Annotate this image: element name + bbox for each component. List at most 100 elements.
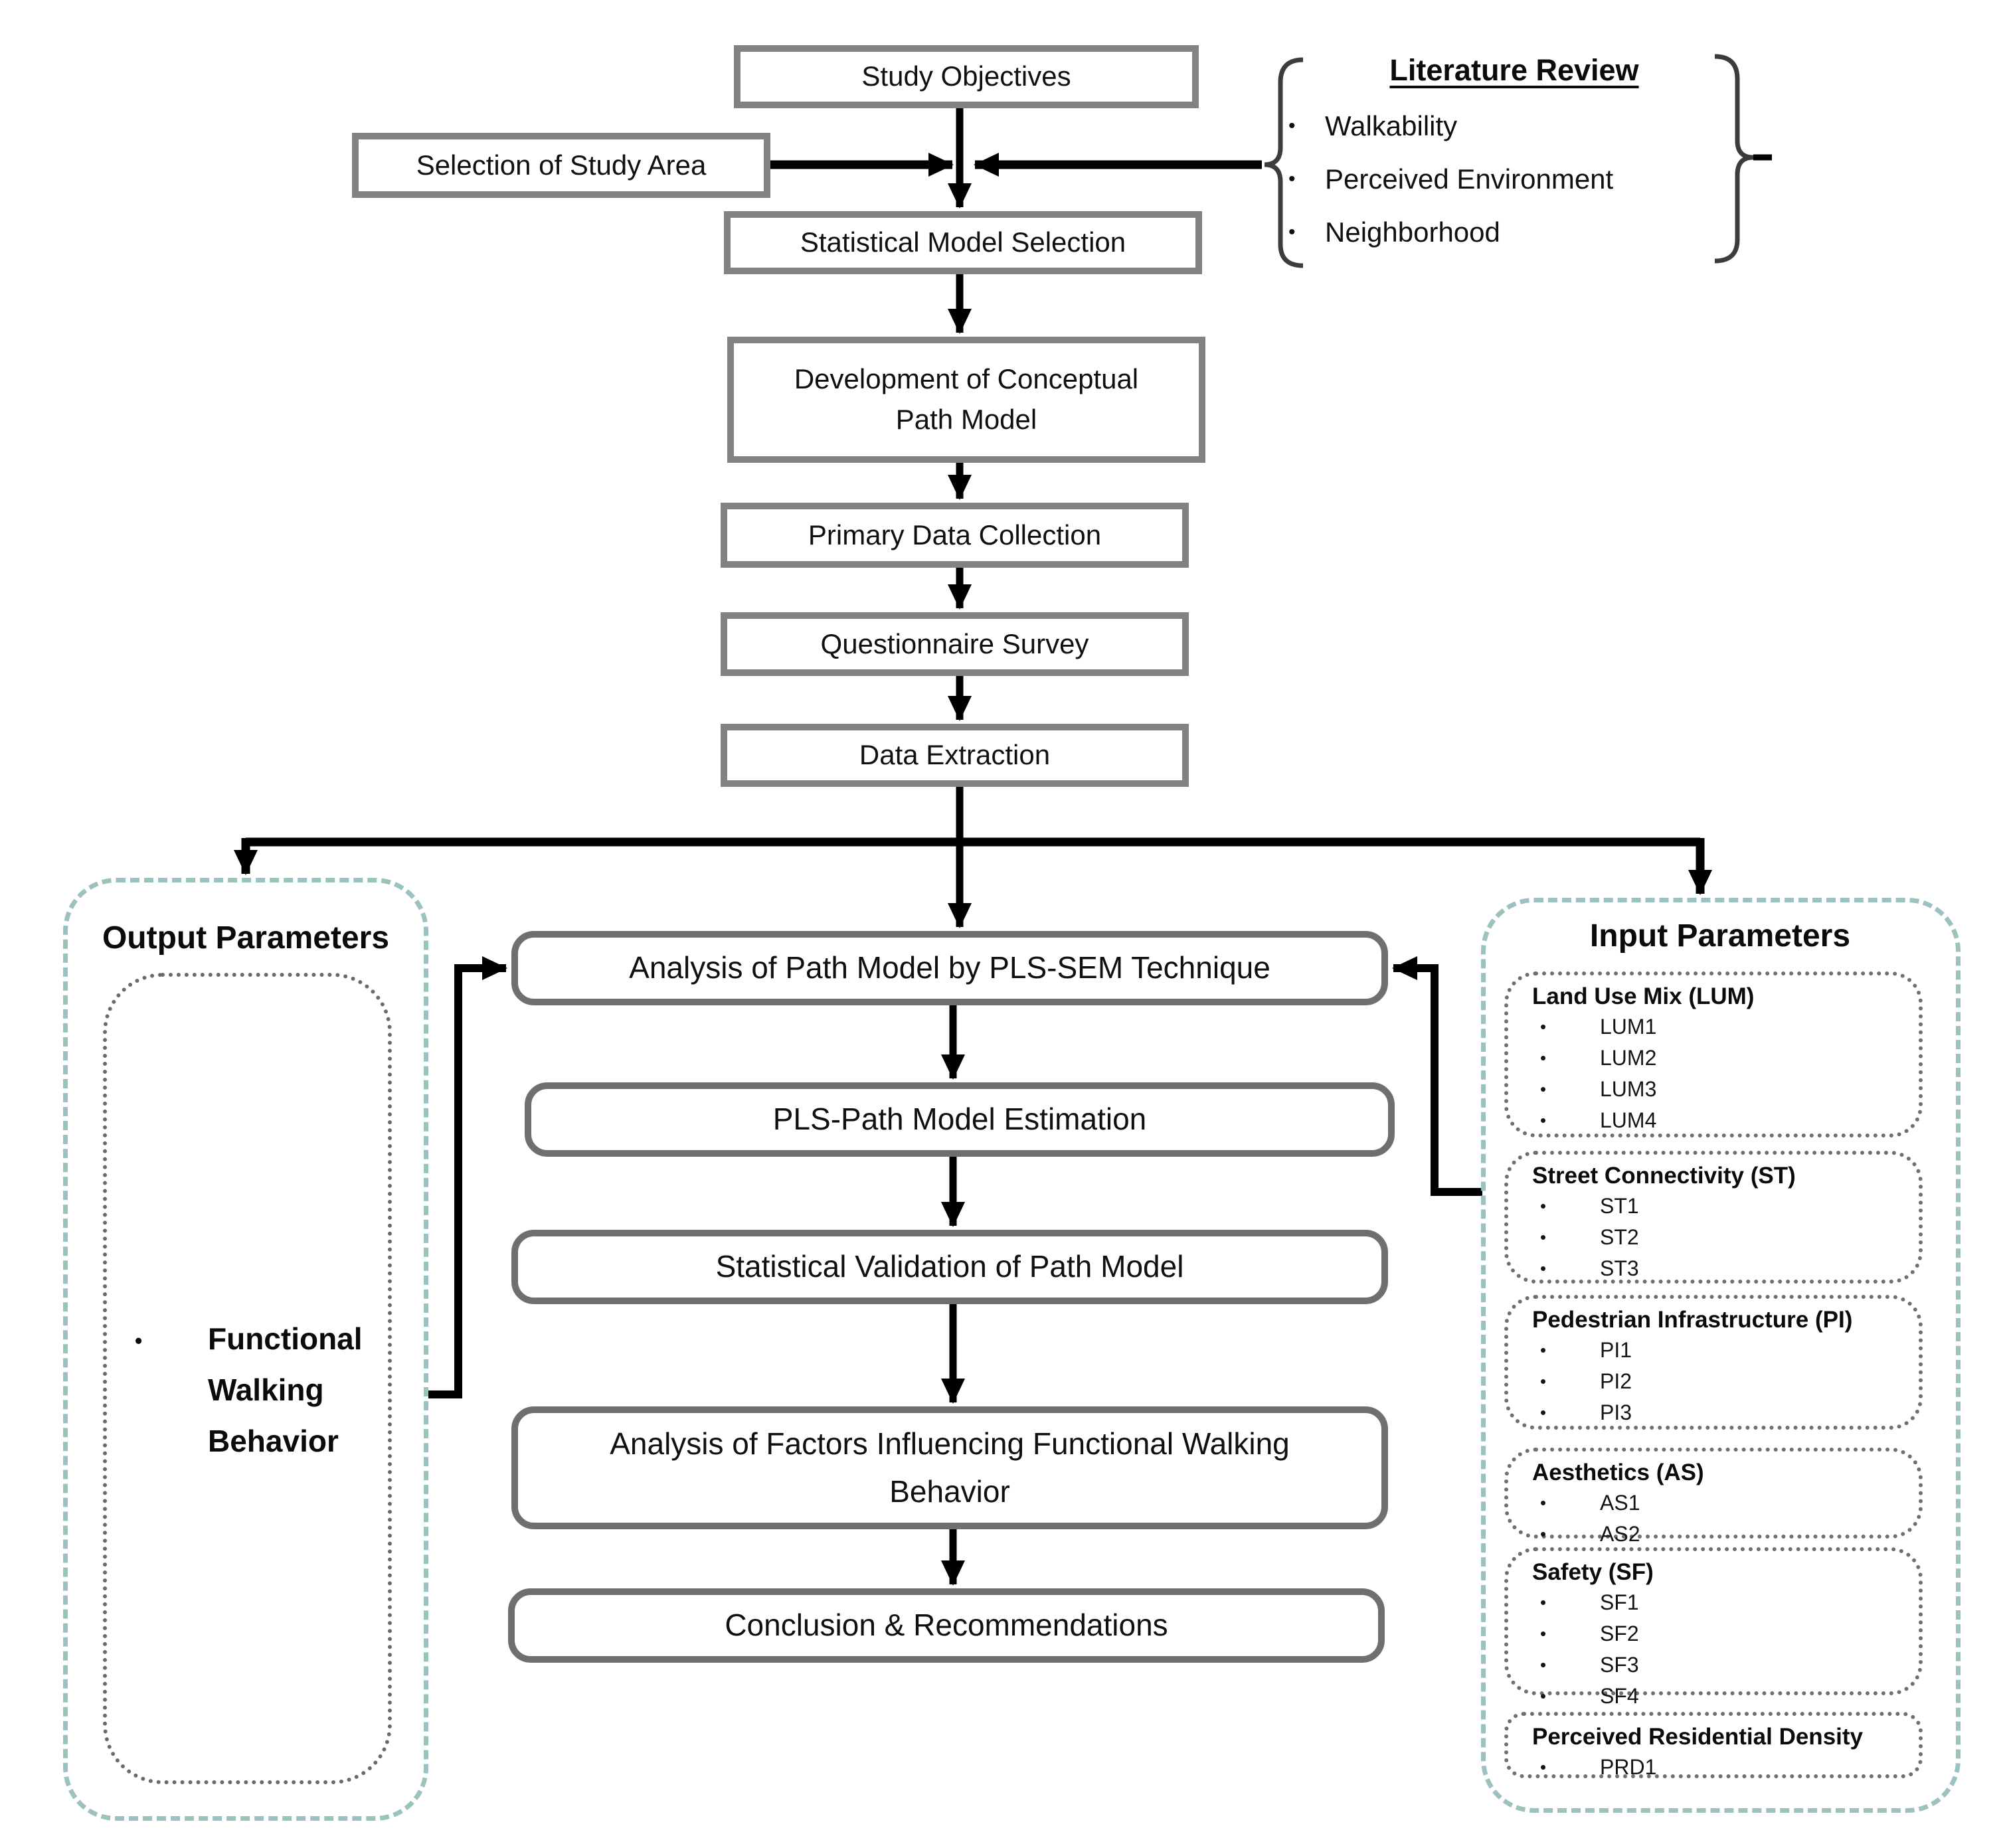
bullet-icon: • [1540,1079,1547,1099]
input-parameter-label: AS1 [1600,1491,1640,1515]
literature-review-item: • Neighborhood [1288,206,1740,259]
bullet-icon: • [1540,1686,1547,1706]
input-group-pedestrian-infrastructure: Pedestrian Infrastructure (PI) • PI1 • PI2… [1504,1295,1923,1430]
output-parameter-label: Functional Walking Behavior [208,1321,363,1458]
flow-box-selection-of-study-area: Selection of Study Area [352,133,770,198]
bullet-icon: • [1540,1258,1547,1278]
bullet-icon: • [1540,1371,1547,1391]
literature-review: Literature Review • Walkability • Percei… [1288,53,1740,259]
input-group-perceived-residential-density: Perceived Residential Density • PRD1 [1504,1712,1923,1779]
input-parameter-item: • LUM4 [1532,1105,1912,1136]
input-parameter-item: • ST2 [1532,1222,1912,1253]
input-parameter-label: ST1 [1600,1194,1639,1218]
bullet-icon: • [1540,1624,1547,1643]
input-group-street-connectivity: Street Connectivity (ST) • ST1 • ST2 • ST3 [1504,1151,1923,1284]
input-parameter-item: • LUM2 [1532,1043,1912,1074]
input-parameter-label: SF1 [1600,1590,1639,1614]
bullet-icon: • [1540,1524,1547,1544]
bullet-icon: • [1540,1493,1547,1513]
box-label: PLS-Path Model Estimation [772,1102,1147,1137]
flow-box-conclusion-recommendations: Conclusion & Recommendations [508,1588,1385,1663]
literature-item-label: Perceived Environment [1325,163,1614,195]
bullet-icon: • [1540,1110,1547,1130]
bullet-icon: • [1540,1757,1547,1777]
flow-box-study-objectives: Study Objectives [734,45,1199,108]
input-group-header: Aesthetics (AS) [1532,1460,1704,1485]
box-label: Selection of Study Area [416,149,707,181]
output-parameters-panel [63,878,428,1821]
input-parameter-item: • LUM3 [1532,1074,1912,1105]
input-parameter-item: •SF1 [1532,1587,1912,1618]
input-parameter-item: •SF3 [1532,1649,1912,1681]
input-parameter-label: SF2 [1600,1622,1639,1645]
input-parameter-label: ST2 [1600,1225,1639,1249]
input-parameter-label: LUM2 [1600,1046,1657,1070]
input-parameter-label: LUM1 [1600,1015,1657,1039]
input-parameter-label: PI1 [1600,1338,1632,1362]
literature-review-item: • Walkability [1288,100,1740,153]
flow-box-factors-influencing: Analysis of Factors Influencing Function… [511,1406,1388,1529]
bullet-icon: • [1540,1048,1547,1068]
connector-output-to-analysis [428,956,507,1398]
input-parameter-item: • ST1 [1532,1191,1912,1222]
bullet-icon: • [135,1329,143,1353]
input-parameters-title: Input Parameters [1589,918,1851,954]
flow-box-statistical-model-selection: Statistical Model Selection [724,211,1202,274]
input-parameter-item: • AS1 [1532,1487,1912,1519]
input-parameter-item: • AS2 [1532,1519,1912,1550]
input-parameter-label: AS2 [1600,1522,1640,1546]
box-label: Study Objectives [861,60,1071,92]
flow-box-data-extraction: Data Extraction [721,724,1189,787]
input-parameter-label: PRD1 [1600,1755,1657,1779]
input-parameter-item: • PRD1 [1532,1752,1912,1783]
bullet-icon: • [1288,221,1296,243]
flow-box-primary-data-collection: Primary Data Collection [721,503,1189,568]
input-parameter-item: • LUM1 [1532,1011,1912,1043]
bullet-icon: • [1540,1227,1547,1247]
box-label: Primary Data Collection [808,519,1102,550]
box-label: Analysis of Factors Influencing Function… [610,1426,1290,1509]
input-parameter-label: LUM4 [1600,1108,1657,1132]
box-label: Statistical Validation of Path Model [715,1249,1184,1284]
flow-box-analysis-pls-sem: Analysis of Path Model by PLS-SEM Techni… [511,931,1388,1005]
input-parameter-label: ST3 [1600,1256,1639,1280]
bullet-icon: • [1540,1340,1547,1360]
bullet-icon: • [1288,168,1296,190]
input-group-header: Land Use Mix (LUM) [1532,983,1755,1009]
literature-item-label: Walkability [1325,110,1458,141]
input-parameter-label: LUM3 [1600,1077,1657,1101]
input-group-header: Street Connectivity (ST) [1532,1163,1796,1189]
flow-box-questionnaire-survey: Questionnaire Survey [721,612,1189,676]
box-label: Data Extraction [859,739,1051,771]
input-parameter-label: SF4 [1600,1684,1639,1708]
bullet-icon: • [1540,1017,1547,1037]
input-group-header: Perceived Residential Density [1532,1724,1863,1750]
flow-box-statistical-validation: Statistical Validation of Path Model [511,1230,1388,1304]
output-parameters-inner-box [103,973,392,1784]
flow-box-development-of-conceptual-path-model: Development of Conceptual Path Model [727,337,1205,463]
connector-input-to-analysis [1392,956,1482,1196]
literature-item-label: Neighborhood [1325,216,1500,248]
box-label: Conclusion & Recommendations [725,1608,1168,1643]
output-parameters-title: Output Parameters [102,920,390,956]
input-parameter-item: • SF4 [1532,1681,1912,1712]
literature-review-title: Literature Review [1389,53,1639,87]
input-parameters-panel [1481,898,1961,1813]
literature-review-item: • Perceived Environment [1288,153,1740,206]
input-parameter-item: • PI2 [1532,1366,1912,1397]
box-label: Questionnaire Survey [820,628,1089,659]
box-label: Development of Conceptual Path Model [794,363,1139,435]
box-label: Analysis of Path Model by PLS-SEM Techni… [629,950,1270,985]
bullet-icon: • [1288,115,1296,137]
input-parameter-item: • ST3 [1532,1253,1912,1284]
input-group-header: Pedestrian Infrastructure (PI) [1532,1307,1853,1333]
input-group-safety: Safety (SF) •SF1 • SF2 •SF3 • SF4 [1504,1547,1923,1708]
bullet-icon: • [1540,1196,1547,1216]
input-parameter-label: PI2 [1600,1369,1632,1393]
input-group-header: Safety (SF) [1532,1559,1654,1585]
input-parameter-item: • PI1 [1532,1335,1912,1366]
box-label: Statistical Model Selection [800,226,1126,258]
input-parameter-item: •PI3 [1532,1397,1912,1428]
